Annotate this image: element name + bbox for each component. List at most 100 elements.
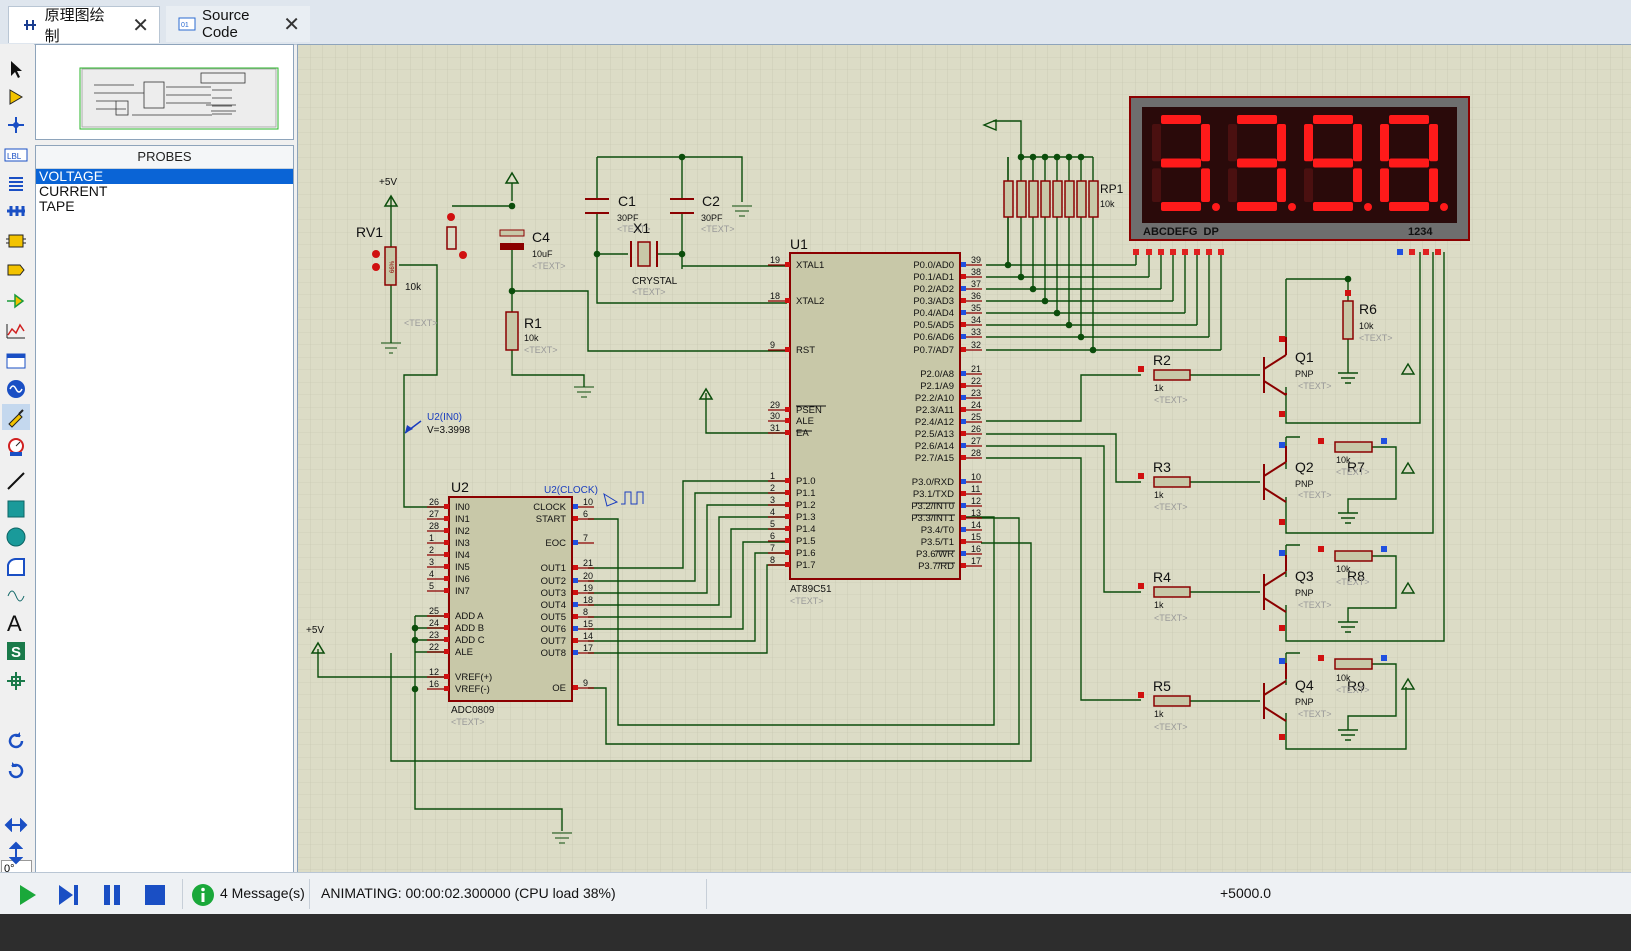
animation-status: ANIMATING: 00:00:02.300000 (CPU load 38%… xyxy=(321,885,616,901)
probe-item-voltage[interactable]: VOLTAGE xyxy=(36,169,293,184)
u2-pin-number: 3 xyxy=(429,557,434,567)
u2-pin-number: 19 xyxy=(583,583,593,593)
u2-pin-name: OUT6 xyxy=(541,624,566,635)
u1-pin-number: 8 xyxy=(770,555,775,565)
circle-tool-icon[interactable] xyxy=(2,524,30,550)
u1-pin-name: P3.7/RD xyxy=(918,561,954,572)
u2-pin-number: 27 xyxy=(429,509,439,519)
play-icon[interactable] xyxy=(12,881,42,909)
junction-dot-icon[interactable] xyxy=(2,112,30,138)
u2-pin-number: 7 xyxy=(583,533,588,543)
u2-pin-name: ALE xyxy=(455,647,473,658)
selection-mode-icon[interactable] xyxy=(2,56,30,82)
r3-text: <TEXT> xyxy=(1154,502,1188,512)
segment-dp xyxy=(1212,203,1220,211)
seven-segment-display[interactable]: ABCDEFG DP 1234 xyxy=(1129,96,1470,255)
r1-value: 10k xyxy=(524,333,539,343)
u1-ref: U1 xyxy=(790,236,808,252)
rotate-anticlockwise-icon[interactable] xyxy=(2,758,30,784)
u1-part: AT89C51 xyxy=(790,584,832,595)
bus-icon[interactable] xyxy=(2,198,30,224)
c2-value: 30PF xyxy=(701,213,723,223)
wire-label-icon[interactable]: LBL xyxy=(2,142,30,168)
u1-pin-number: 5 xyxy=(770,519,775,529)
rp1-value: 10k xyxy=(1100,199,1115,209)
messages-count[interactable]: 4 Message(s) xyxy=(220,885,305,901)
symbol-tool-icon[interactable]: S xyxy=(2,638,30,664)
r6-ref: R6 xyxy=(1359,301,1377,317)
box-tool-icon[interactable] xyxy=(2,496,30,522)
tab-schematic[interactable]: 原理图绘制 ✕ xyxy=(8,6,160,45)
pause-icon[interactable] xyxy=(97,881,127,909)
close-icon[interactable]: ✕ xyxy=(283,13,300,36)
rv1-potentiometer[interactable] xyxy=(384,246,397,286)
u1-pin-name: P0.0/AD0 xyxy=(913,260,954,271)
u1-pin-name: P3.1/TXD xyxy=(913,489,954,500)
graph-icon[interactable] xyxy=(2,318,30,344)
close-icon[interactable]: ✕ xyxy=(132,14,149,37)
u1-pin-number: 35 xyxy=(971,303,981,313)
q3-text: <TEXT> xyxy=(1298,600,1332,610)
tab-source-code[interactable]: 01 Source Code ✕ xyxy=(166,6,310,42)
line-tool-icon[interactable] xyxy=(2,468,30,494)
virtual-instruments-icon[interactable] xyxy=(2,434,30,460)
path-tool-icon[interactable] xyxy=(2,582,30,608)
probe-item-tape[interactable]: TAPE xyxy=(39,198,75,214)
tape-recorder-icon[interactable] xyxy=(2,348,30,374)
u2-pin-name: IN7 xyxy=(455,586,470,597)
segment-c xyxy=(1201,168,1210,202)
u1-pin-name: P0.5/AD5 xyxy=(913,320,954,331)
stop-icon[interactable] xyxy=(140,881,170,909)
arc-tool-icon[interactable] xyxy=(2,554,30,580)
rotate-clockwise-icon[interactable] xyxy=(2,728,30,754)
device-pins-icon[interactable] xyxy=(2,288,30,314)
generator-icon[interactable] xyxy=(2,376,30,402)
step-icon[interactable] xyxy=(54,881,84,909)
u1-pin-number: 22 xyxy=(971,376,981,386)
u2-pin: 9OE xyxy=(552,678,594,694)
resistor-pack-rp1[interactable]: RP1 10k xyxy=(1003,180,1124,218)
u1-pin-number: 14 xyxy=(971,520,981,530)
probe-mode-icon[interactable] xyxy=(2,404,30,430)
probe-item-current[interactable]: CURRENT xyxy=(39,183,108,199)
r4-text: <TEXT> xyxy=(1154,613,1188,623)
u1-pin-number: 29 xyxy=(770,400,780,410)
u2-pin-name: VREF(-) xyxy=(455,684,490,695)
q1-type: PNP xyxy=(1295,369,1314,379)
passive-components: 66% RV1 10k <TEXT> +5V C4 10uF <TEXT> C1… xyxy=(306,171,752,844)
u2-pin-number: 25 xyxy=(429,606,439,616)
component-mode-icon[interactable] xyxy=(2,84,30,110)
terminals-icon[interactable] xyxy=(2,258,30,284)
u1-pin-number: 3 xyxy=(770,495,775,505)
marker-tool-icon[interactable] xyxy=(2,668,30,694)
info-icon[interactable] xyxy=(188,881,218,909)
flip-horizontal-icon[interactable] xyxy=(2,812,30,838)
segment-g xyxy=(1389,158,1429,168)
tab-schematic-label: 原理图绘制 xyxy=(44,7,105,45)
flip-vertical-icon[interactable] xyxy=(2,840,30,866)
r7-ref: R7 xyxy=(1347,459,1365,475)
overview-window[interactable] xyxy=(35,44,294,140)
svg-text:LBL: LBL xyxy=(7,152,22,161)
u2-pin-name: OUT5 xyxy=(541,612,566,623)
svg-text:A: A xyxy=(7,612,22,634)
segment-a xyxy=(1389,115,1429,124)
text-tool-icon[interactable]: A xyxy=(2,610,30,636)
subcircuit-icon[interactable] xyxy=(2,228,30,254)
text-script-icon[interactable] xyxy=(2,170,30,196)
u2-pin-number: 16 xyxy=(429,679,439,689)
segment-a xyxy=(1161,115,1201,124)
